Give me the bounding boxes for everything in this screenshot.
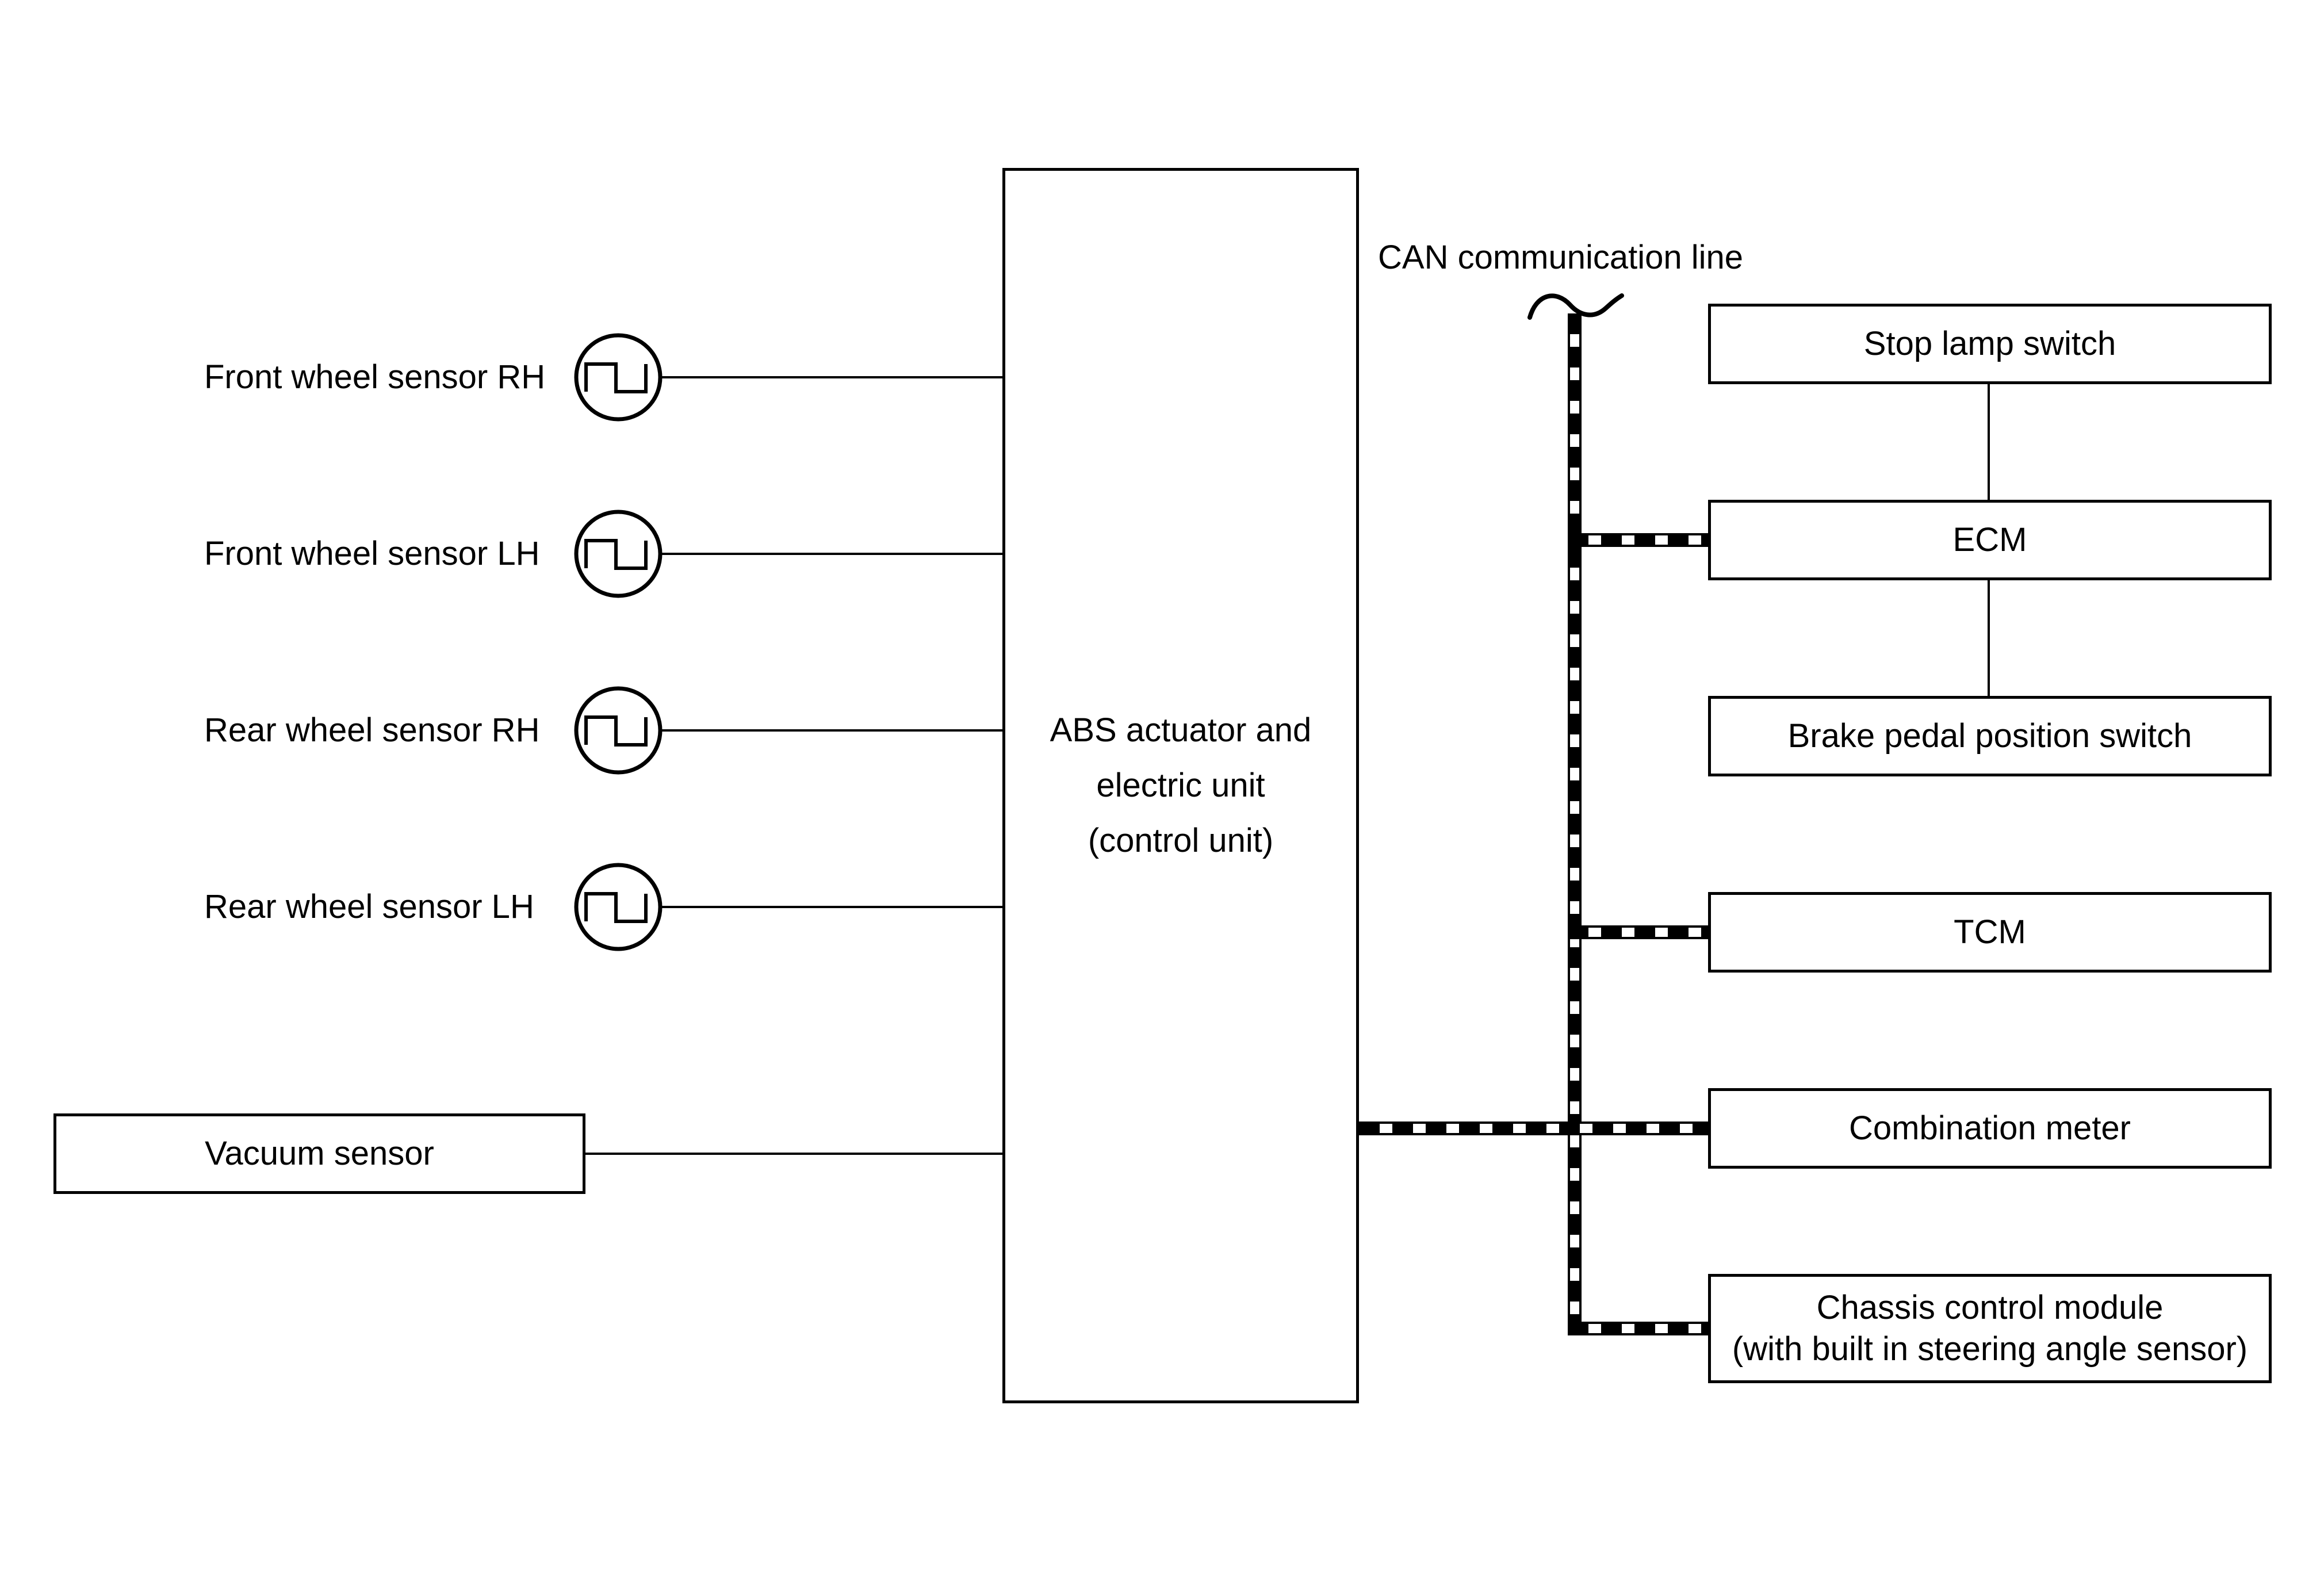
ecm-to-brake-pedal-wire bbox=[1988, 580, 1990, 696]
chassis-control-module-label: Chassis control module (with built in st… bbox=[1732, 1289, 2248, 1368]
abs-actuator-box: ABS actuator and electric unit (control … bbox=[1002, 168, 1359, 1403]
pulse-wave-sensor-icon bbox=[574, 863, 663, 951]
ecm-box: ECM bbox=[1708, 500, 2272, 580]
stop-lamp-switch-label: Stop lamp switch bbox=[1863, 325, 2116, 362]
stop-lamp-switch-box: Stop lamp switch bbox=[1708, 304, 2272, 384]
chassis-control-module-box: Chassis control module (with built in st… bbox=[1708, 1274, 2272, 1383]
front-wheel-sensor-rh-label: Front wheel sensor RH bbox=[204, 358, 546, 396]
abs-actuator-label: ABS actuator and electric unit (control … bbox=[1050, 711, 1312, 859]
rear-wheel-sensor-rh-label: Rear wheel sensor RH bbox=[204, 711, 540, 749]
can-line-label: CAN communication line bbox=[1378, 239, 1744, 276]
vacuum-sensor-box: Vacuum sensor bbox=[53, 1113, 585, 1194]
pulse-wave-sensor-icon bbox=[574, 510, 663, 598]
tcm-label: TCM bbox=[1954, 913, 2026, 951]
sensor-wire bbox=[660, 729, 1002, 732]
brake-pedal-position-switch-box: Brake pedal position switch bbox=[1708, 696, 2272, 776]
ecm-label: ECM bbox=[1952, 521, 2027, 558]
can-branch-abs-to-combination-meter bbox=[1359, 1121, 1708, 1135]
sensor-wire bbox=[660, 376, 1002, 378]
pulse-wave-sensor-icon bbox=[574, 333, 663, 422]
combination-meter-box: Combination meter bbox=[1708, 1088, 2272, 1169]
sensor-wire bbox=[660, 553, 1002, 555]
can-branch-tcm bbox=[1568, 925, 1708, 939]
can-branch-ecm bbox=[1568, 533, 1708, 547]
can-bus-vertical-line bbox=[1568, 313, 1582, 1335]
can-branch-chassis-module bbox=[1568, 1322, 1708, 1335]
brake-pedal-position-switch-label: Brake pedal position switch bbox=[1787, 717, 2192, 755]
vacuum-sensor-wire bbox=[585, 1153, 1002, 1155]
tcm-box: TCM bbox=[1708, 892, 2272, 973]
sensor-wire bbox=[660, 906, 1002, 908]
front-wheel-sensor-lh-label: Front wheel sensor LH bbox=[204, 535, 540, 572]
stop-lamp-to-ecm-wire bbox=[1988, 384, 1990, 500]
vacuum-sensor-label: Vacuum sensor bbox=[205, 1135, 434, 1172]
can-line-break-squiggle-icon bbox=[1524, 286, 1628, 328]
pulse-wave-sensor-icon bbox=[574, 686, 663, 775]
rear-wheel-sensor-lh-label: Rear wheel sensor LH bbox=[204, 888, 534, 925]
combination-meter-label: Combination meter bbox=[1849, 1109, 2131, 1147]
